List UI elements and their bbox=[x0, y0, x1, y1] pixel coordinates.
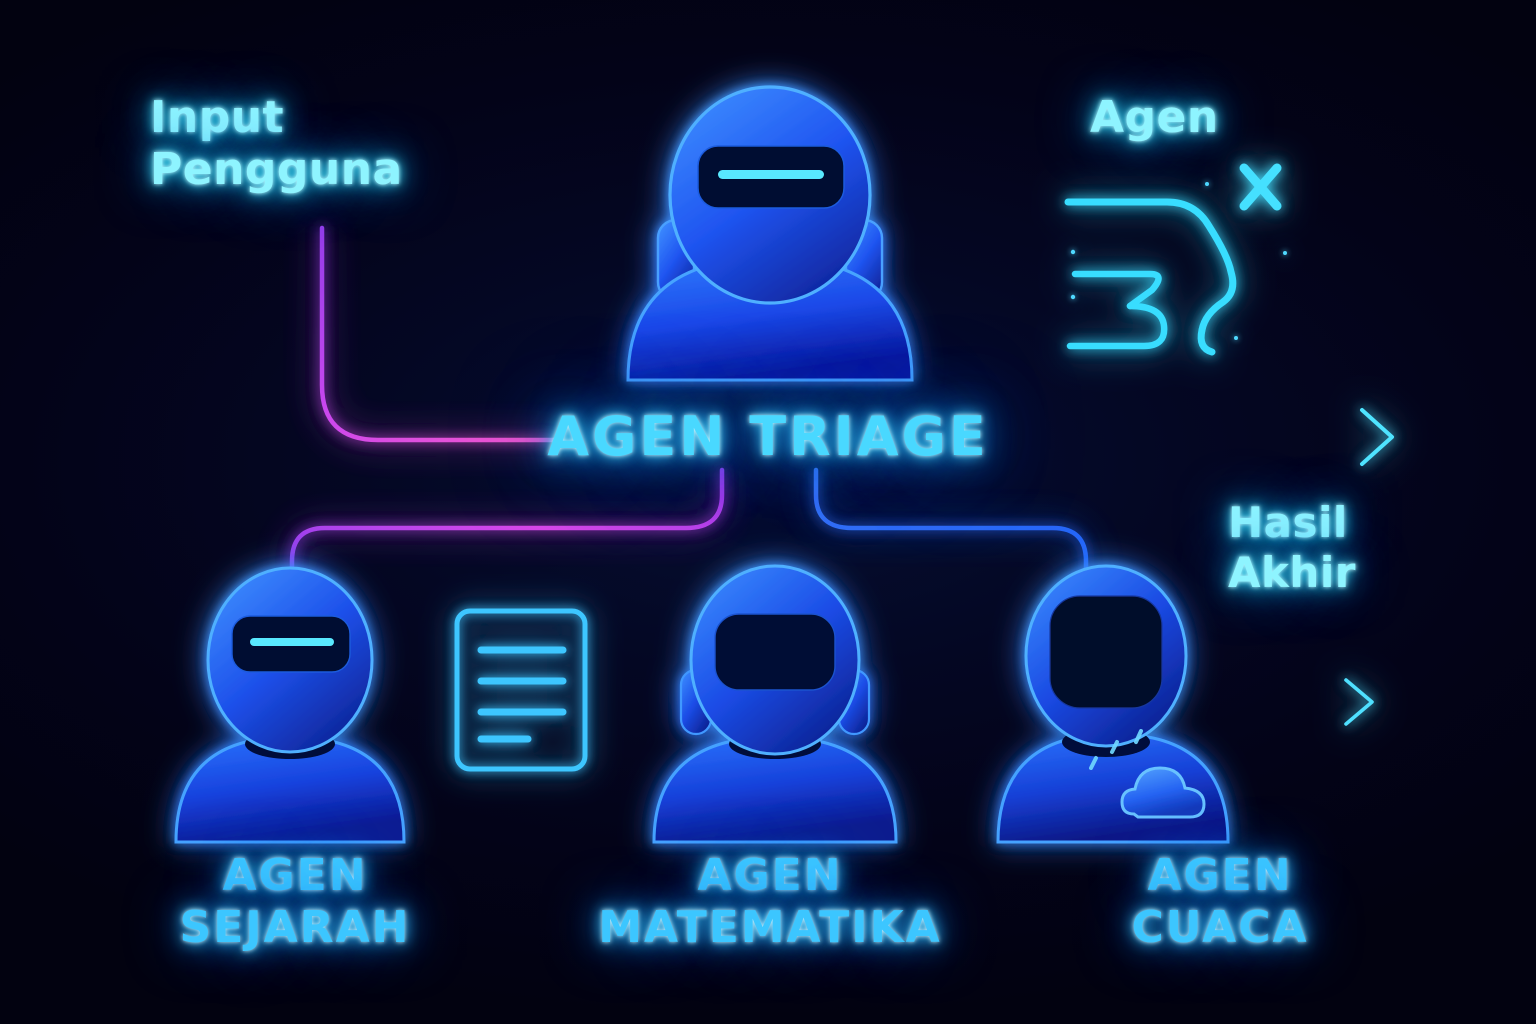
agent-avatar-cuaca bbox=[988, 552, 1238, 844]
arrow-cuaca-to-hasil bbox=[1230, 678, 1374, 726]
arrow-triage-to-hasil bbox=[978, 408, 1394, 466]
triage-avatar bbox=[600, 70, 940, 382]
agent-avatar-matematika bbox=[636, 552, 914, 844]
agent-avatar-sejarah bbox=[162, 552, 432, 844]
connector-input-to-triage bbox=[319, 225, 559, 443]
x-icon bbox=[1239, 163, 1282, 211]
sparkle-dots bbox=[1070, 182, 1287, 340]
connector-triage-to-sejarah bbox=[289, 467, 725, 593]
abstract-neon-scribble-icon bbox=[1064, 198, 1237, 356]
document-icon bbox=[448, 602, 594, 778]
connector-triage-to-cuaca bbox=[813, 467, 1089, 591]
